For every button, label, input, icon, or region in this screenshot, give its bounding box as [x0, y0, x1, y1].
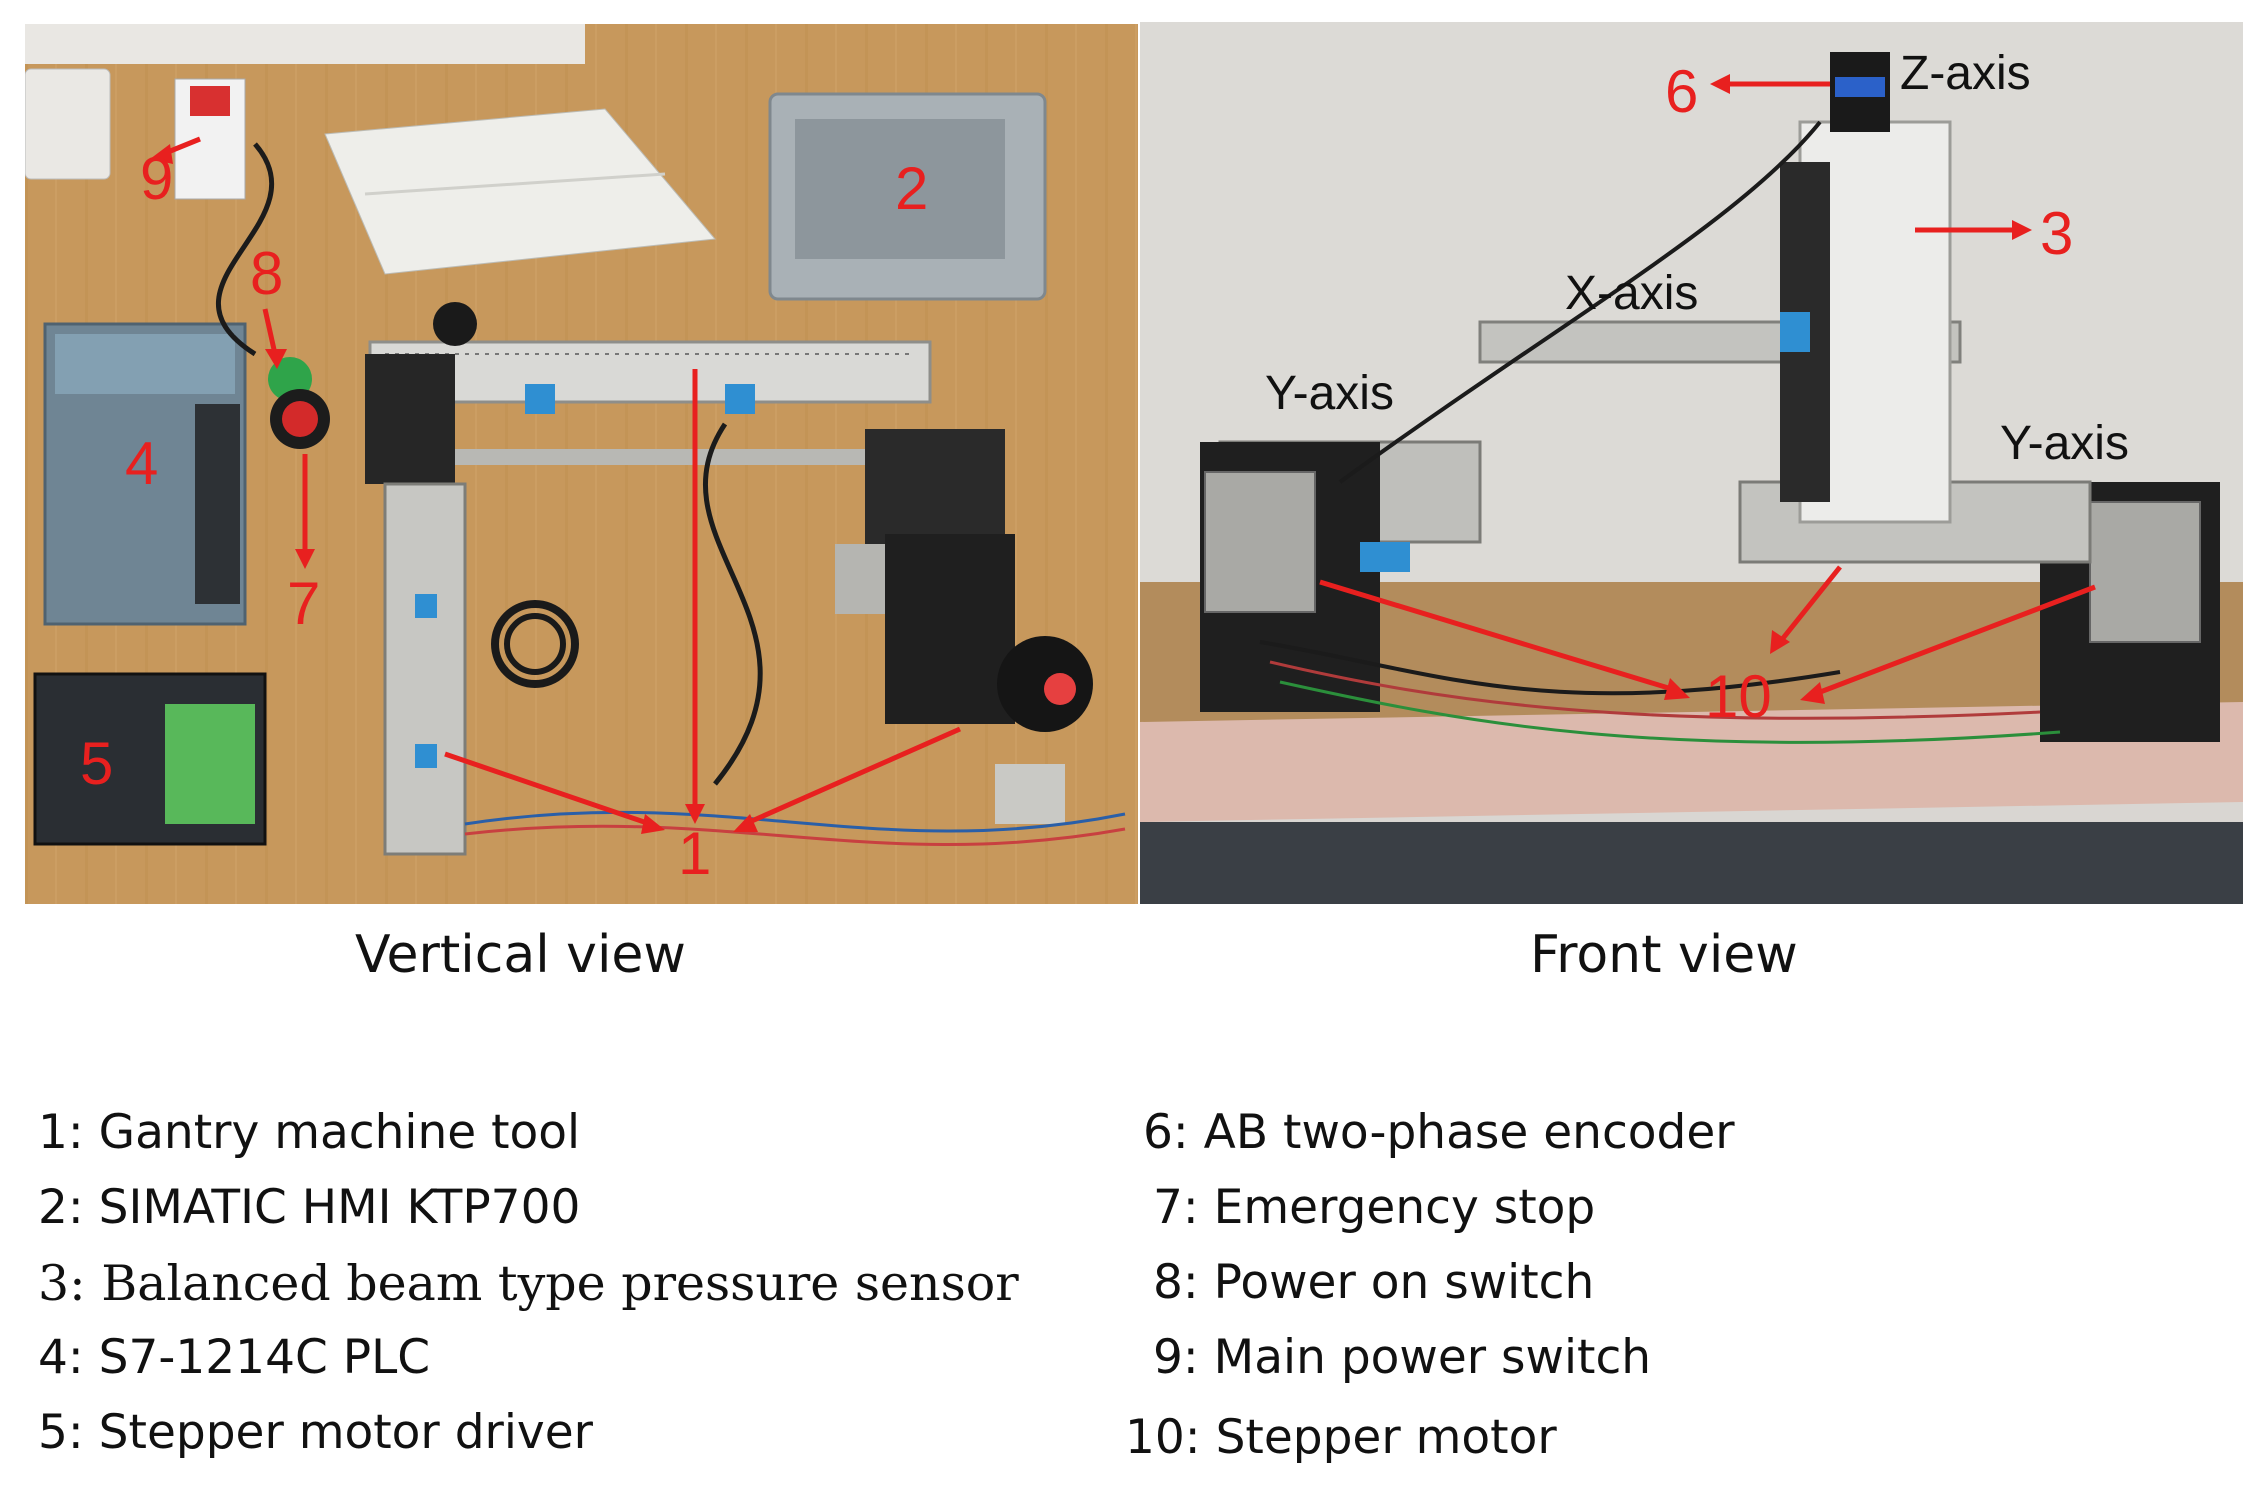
legend-item-3: 3: Balanced beam type pressure sensor: [38, 1255, 1019, 1312]
axis-label-x: X-axis: [1565, 267, 1699, 320]
callout-2: 2: [895, 155, 929, 222]
legend-item-7: 7: Emergency stop: [1153, 1180, 1596, 1235]
front-view-caption: Front view: [1530, 925, 1798, 985]
callout-3: 3: [2040, 200, 2074, 267]
front-view-photo: 6 3 10 Z-axis X-axis Y-axis Y-axis: [1140, 22, 2243, 904]
legend-item-9: 9: Main power switch: [1153, 1330, 1652, 1385]
axis-label-y-right: Y-axis: [2000, 417, 2129, 470]
callout-7: 7: [287, 570, 321, 637]
axis-label-z: Z-axis: [1900, 47, 2031, 100]
callout-1: 1: [678, 820, 712, 887]
callout-8: 8: [250, 240, 284, 307]
legend-item-1: 1: Gantry machine tool: [38, 1105, 581, 1160]
legend-item-6: 6: AB two-phase encoder: [1143, 1105, 1735, 1160]
legend-item-4: 4: S7-1214C PLC: [38, 1330, 431, 1385]
legend-item-2: 2: SIMATIC HMI KTP700: [38, 1180, 581, 1235]
legend-item-10: 10: Stepper motor: [1125, 1410, 1557, 1465]
callout-9: 9: [140, 145, 174, 212]
vertical-view-illustration: [25, 24, 1138, 904]
callout-5: 5: [80, 730, 114, 797]
callout-6: 6: [1665, 58, 1699, 125]
callout-4: 4: [125, 430, 159, 497]
vertical-view-photo: 1 2 4 5 7 8 9: [25, 24, 1138, 904]
vertical-view-caption: Vertical view: [355, 925, 686, 985]
axis-label-y-left: Y-axis: [1265, 367, 1394, 420]
front-view-illustration: [1140, 22, 2243, 904]
legend-item-8: 8: Power on switch: [1153, 1255, 1595, 1310]
callout-10: 10: [1705, 663, 1772, 730]
legend-item-5: 5: Stepper motor driver: [38, 1405, 593, 1460]
